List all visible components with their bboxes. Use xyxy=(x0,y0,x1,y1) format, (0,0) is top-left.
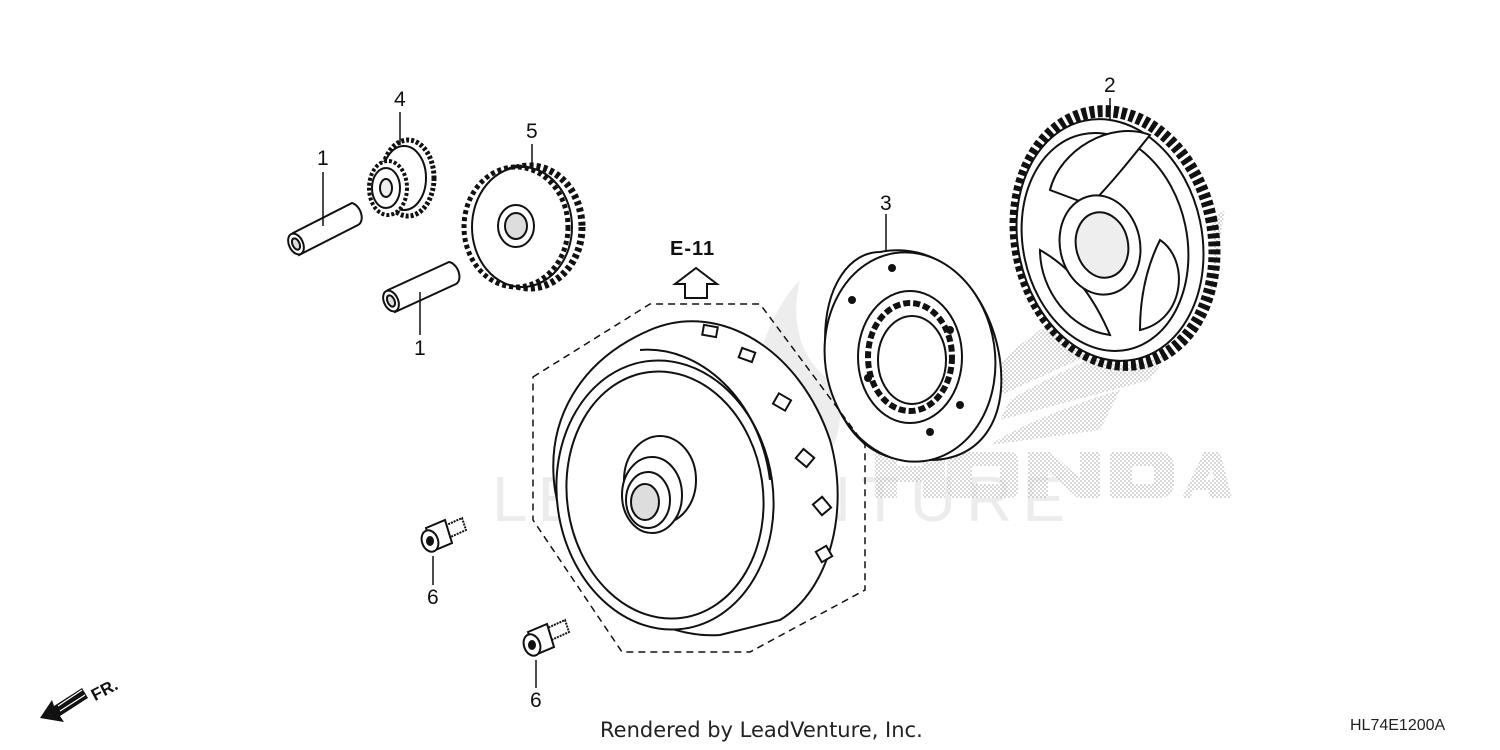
callout-1-lower: 1 xyxy=(414,337,426,360)
callout-6-upper: 6 xyxy=(427,586,439,609)
honda-logo-watermark xyxy=(875,452,1232,498)
starter-driven-gear-2 xyxy=(1009,105,1221,371)
gear-4 xyxy=(367,137,437,219)
callout-4: 4 xyxy=(394,88,406,111)
callout-6-lower: 6 xyxy=(530,689,542,712)
front-direction-arrow xyxy=(40,688,88,722)
reference-label-e11: E-11 xyxy=(670,238,716,260)
gear-5 xyxy=(461,162,586,292)
flywheel-rotor xyxy=(532,303,866,653)
leader-lines xyxy=(322,98,1111,688)
bolt-6-lower xyxy=(522,618,571,657)
footer-credit: Rendered by LeadVenture, Inc. xyxy=(600,718,923,742)
callout-3: 3 xyxy=(880,192,892,215)
pin-1-lower xyxy=(382,260,461,314)
rotor-slots xyxy=(701,323,834,564)
bolt-6-upper xyxy=(420,516,468,553)
one-way-clutch-3 xyxy=(823,249,1003,463)
pin-1-upper xyxy=(287,201,363,257)
callout-2: 2 xyxy=(1104,74,1116,97)
diagram-code: HL74E1200A xyxy=(1350,717,1446,734)
callout-1-upper: 1 xyxy=(317,147,329,170)
reference-arrow xyxy=(672,266,720,299)
callout-5: 5 xyxy=(526,120,538,143)
